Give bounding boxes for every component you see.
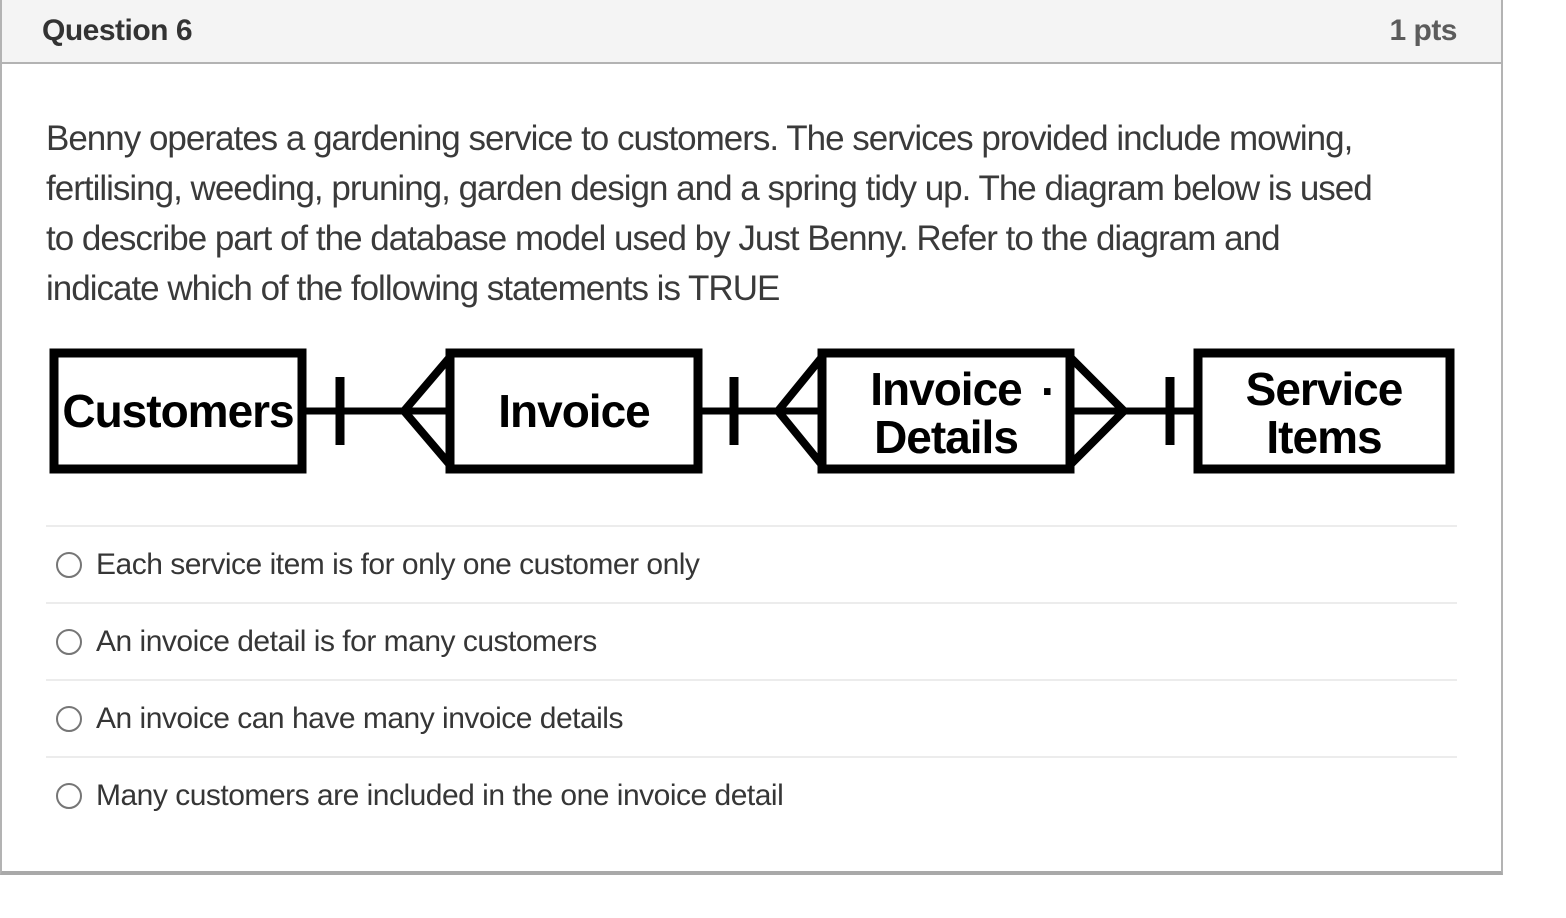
connector-invoice-invoicedetails xyxy=(698,354,826,468)
entity-label-invoice-details-line1: Invoice xyxy=(870,363,1022,415)
option-label[interactable]: Each service item is for only one custom… xyxy=(96,547,700,581)
entity-label-customers: Customers xyxy=(62,385,293,437)
option-label[interactable]: Many customers are included in the one i… xyxy=(96,778,784,812)
radio-button[interactable] xyxy=(56,551,82,578)
question-card: Question 6 1 pts Benny operates a garden… xyxy=(0,0,1503,875)
question-text: Benny operates a gardening service to cu… xyxy=(46,119,1373,308)
question-title: Question 6 xyxy=(42,14,193,47)
option-row-1[interactable]: Each service item is for only one custom… xyxy=(46,525,1457,602)
stray-dot-artifact: · xyxy=(1041,365,1055,417)
entity-label-service-items-line2: Items xyxy=(1266,411,1381,463)
entity-rect xyxy=(1193,348,1455,474)
question-body: Benny operates a gardening service to cu… xyxy=(2,114,1501,871)
connector-invoicedetails-serviceitems xyxy=(1067,354,1198,468)
entity-rect xyxy=(49,348,307,474)
entity-rect xyxy=(445,348,703,474)
radio-button[interactable] xyxy=(56,782,82,809)
entity-box-invoice-details: Invoice Details · xyxy=(817,348,1075,474)
entity-box-invoice: Invoice xyxy=(445,348,703,474)
entity-label-invoice: Invoice xyxy=(498,385,650,437)
option-row-3[interactable]: An invoice can have many invoice details xyxy=(46,679,1457,756)
crows-foot-many-icon xyxy=(772,354,826,468)
answer-options: Each service item is for only one custom… xyxy=(46,525,1457,833)
entity-label-invoice-details-line2: Details xyxy=(874,411,1018,463)
entity-rect xyxy=(817,348,1075,474)
option-row-4[interactable]: Many customers are included in the one i… xyxy=(46,756,1457,833)
radio-button[interactable] xyxy=(56,628,82,655)
question-header: Question 6 1 pts xyxy=(2,0,1501,64)
option-row-2[interactable]: An invoice detail is for many customers xyxy=(46,602,1457,679)
radio-button[interactable] xyxy=(56,705,82,732)
entity-box-service-items: Service Items xyxy=(1193,348,1455,474)
crows-foot-many-icon xyxy=(1067,354,1130,468)
entity-box-customers: Customers xyxy=(49,348,307,474)
crows-foot-many-icon xyxy=(398,354,454,468)
entity-label-service-items-line1: Service xyxy=(1246,363,1403,415)
er-diagram: Customers Invoice Invoice Details · Serv… xyxy=(49,348,1455,474)
connector-customers-invoice xyxy=(302,354,454,468)
option-label[interactable]: An invoice detail is for many customers xyxy=(96,624,597,658)
option-label[interactable]: An invoice can have many invoice details xyxy=(96,701,623,735)
points-label: 1 pts xyxy=(1389,14,1457,47)
